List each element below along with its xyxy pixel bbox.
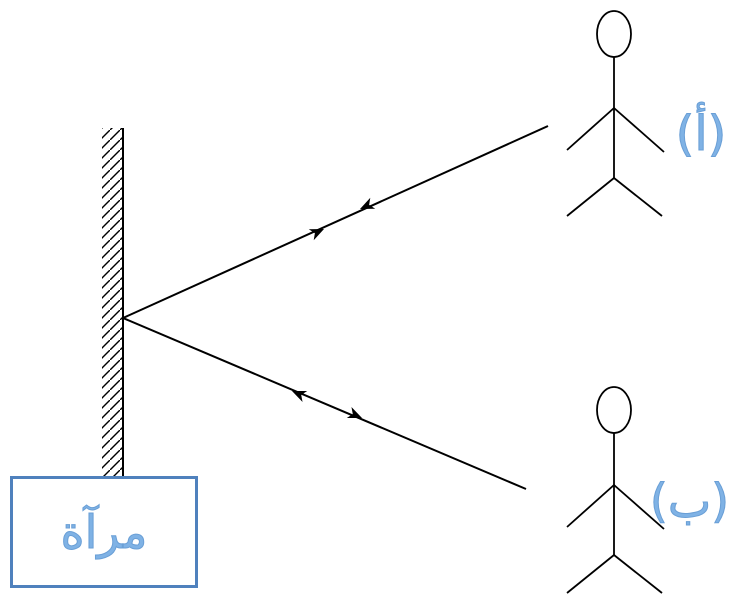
mirror-label-box: مرآة [10, 476, 198, 588]
left-arm-b [566, 484, 615, 528]
ray-b-incoming-arrow [292, 390, 308, 402]
mirror [102, 128, 124, 483]
left-leg-b [566, 554, 615, 594]
mirror-hatching [102, 128, 122, 483]
head-a [596, 10, 632, 58]
ray-b-reflected-arrow [346, 407, 362, 419]
person-b-label: (ب) [649, 474, 730, 528]
stick-figure-a [566, 10, 665, 217]
mirror-label: مرآة [60, 505, 148, 560]
head-b [596, 386, 632, 434]
ray-to-person-b [122, 317, 527, 490]
ray-a-incoming-arrow [360, 197, 376, 209]
ray-line-a [122, 125, 549, 319]
left-leg-a [566, 177, 615, 217]
right-leg-b [613, 554, 663, 594]
right-arm-b [613, 484, 665, 530]
ray-a-reflected-arrow [308, 229, 324, 241]
person-a-label: (أ) [675, 106, 727, 162]
right-arm-a [613, 107, 665, 153]
right-leg-a [613, 177, 663, 217]
ray-line-b [122, 317, 527, 490]
ray-to-person-a [122, 125, 549, 319]
stick-figure-b [566, 386, 665, 594]
left-arm-a [566, 107, 615, 151]
